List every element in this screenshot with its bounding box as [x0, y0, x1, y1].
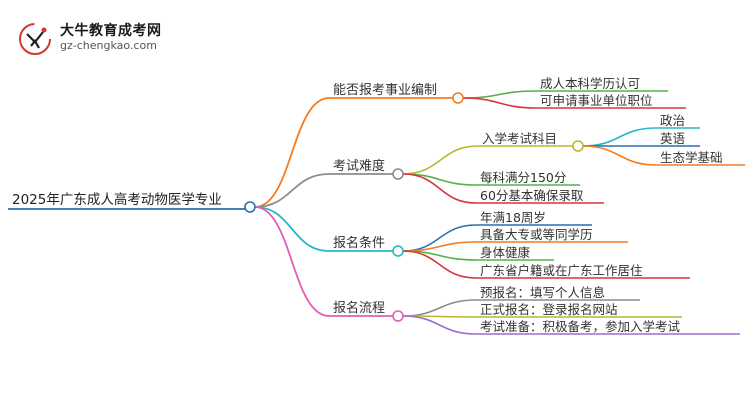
process-leaf-label-0[interactable]: 预报名：填写个人信息	[480, 285, 606, 300]
requirement-leaf-label-1[interactable]: 具备大专或等同学历	[480, 227, 593, 242]
process-leaf-link-2	[402, 315, 477, 335]
root-topic-label[interactable]: 2025年广东成人高考动物医学专业	[12, 192, 222, 208]
branch-requirements-link	[254, 206, 330, 252]
logo-mark-icon	[19, 23, 51, 55]
process-leaf-link-0	[402, 299, 477, 317]
subjects-label[interactable]: 入学考试科目	[482, 131, 558, 146]
eligibility-leaf-label-1[interactable]: 可申请事业单位职位	[540, 93, 653, 108]
branch-difficulty-link	[254, 173, 330, 208]
branch-requirements-label[interactable]: 报名条件	[333, 236, 386, 251]
difficulty-leaf-link-1	[402, 173, 477, 204]
root-node[interactable]	[244, 201, 256, 213]
branch-difficulty-label[interactable]: 考试难度	[333, 159, 386, 174]
subject-leaf-label-0[interactable]: 政治	[660, 113, 686, 128]
process-leaf-label-2[interactable]: 考试准备：积极备考，参加入学考试	[480, 319, 681, 334]
subject-leaf-link-2	[582, 145, 657, 166]
eligibility-leaf-link-0	[462, 90, 537, 99]
subjects-link	[402, 145, 479, 175]
mindmap-nodes	[244, 92, 584, 322]
logo-url: gz-chengkao.com	[60, 39, 157, 52]
subject-leaf-label-2[interactable]: 生态学基础	[660, 150, 723, 165]
subject-leaf-label-1[interactable]: 英语	[660, 131, 686, 146]
subjects-node[interactable]	[572, 140, 584, 152]
branch-eligibility-label[interactable]: 能否报考事业编制	[333, 83, 438, 98]
branch-process-label[interactable]: 报名流程	[333, 301, 386, 316]
site-logo[interactable]: 大牛教育成考网 gz-chengkao.com	[14, 18, 184, 58]
eligibility-leaf-label-0[interactable]: 成人本科学历认可	[540, 76, 641, 91]
eligibility-leaf-link-1	[462, 97, 537, 109]
requirement-leaf-label-3[interactable]: 广东省户籍或在广东工作居住	[480, 263, 643, 278]
subject-leaf-link-0	[582, 127, 657, 147]
logo-title: 大牛教育成考网	[60, 23, 162, 39]
difficulty-leaf-label-1[interactable]: 60分基本确保录取	[480, 188, 584, 203]
process-leaf-label-1[interactable]: 正式报名：登录报名网站	[480, 302, 618, 317]
requirement-leaf-label-2[interactable]: 身体健康	[480, 245, 531, 260]
mindmap-links	[8, 90, 745, 335]
requirement-leaf-link-3	[402, 250, 477, 279]
branch-eligibility-link	[254, 97, 330, 208]
branch-process-node[interactable]	[392, 310, 404, 322]
requirement-leaf-label-0[interactable]: 年满18周岁	[480, 210, 546, 225]
difficulty-leaf-label-0[interactable]: 每科满分150分	[480, 170, 567, 185]
branch-requirements-node[interactable]	[392, 245, 404, 257]
branch-eligibility-node[interactable]	[452, 92, 464, 104]
branch-process-link	[254, 206, 330, 317]
branch-difficulty-node[interactable]	[392, 168, 404, 180]
